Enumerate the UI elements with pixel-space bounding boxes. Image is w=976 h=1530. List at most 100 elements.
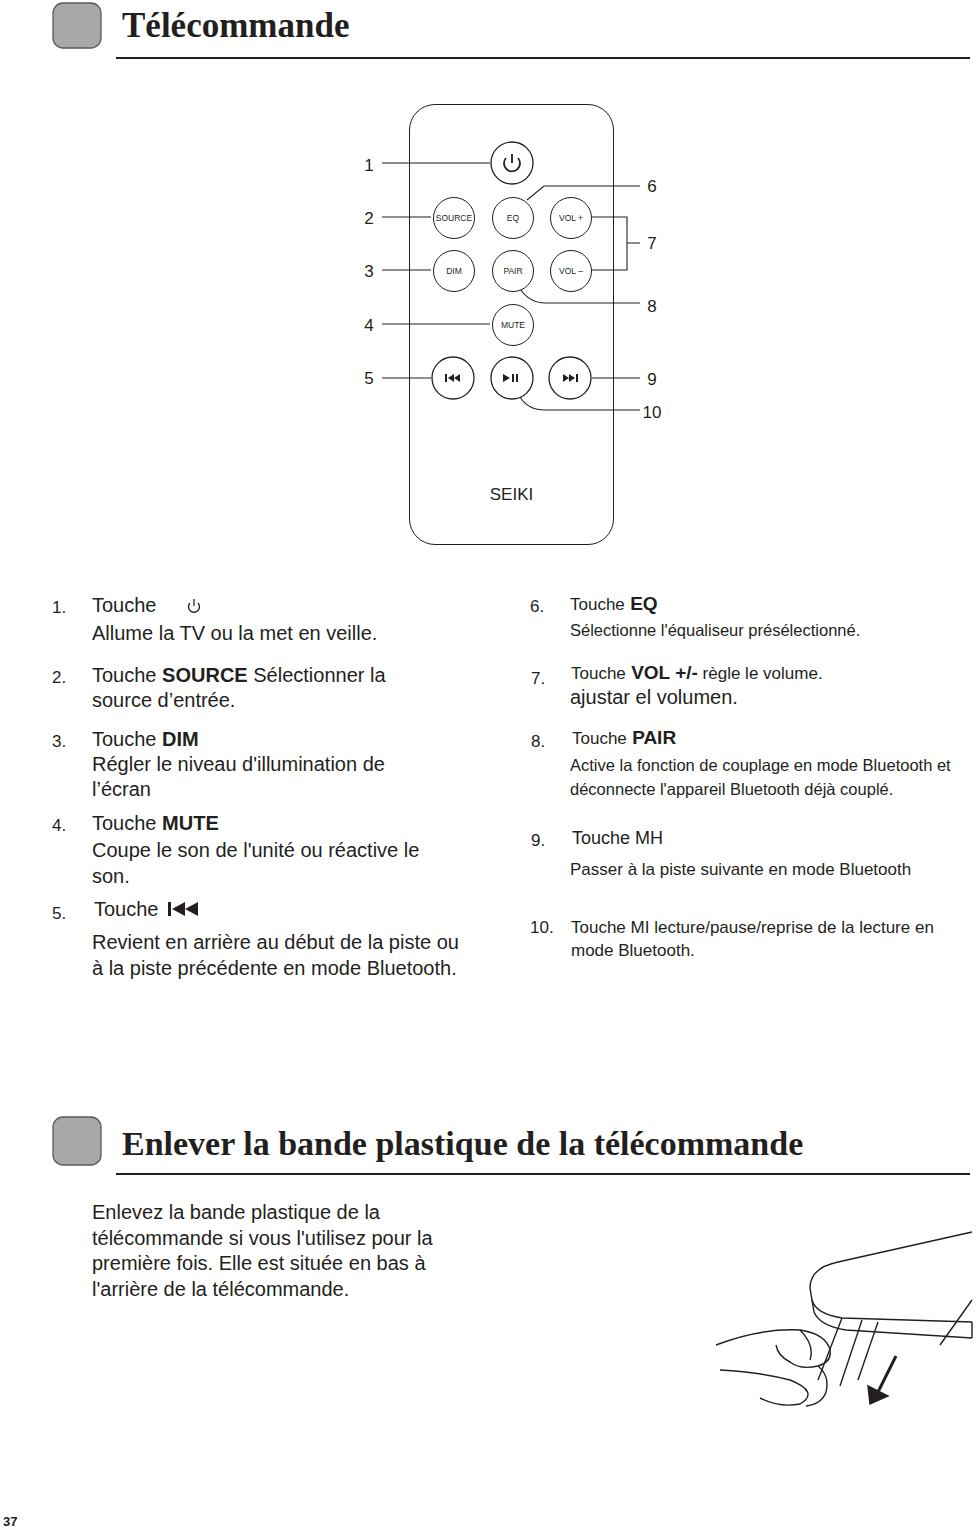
item-text: Touche bbox=[92, 594, 157, 616]
item-text-block: Coupe le son de l'unité ou réactive le s… bbox=[92, 837, 437, 889]
callout-number: 4 bbox=[364, 316, 373, 335]
item-text: Active la fonction de couplage en mode B… bbox=[570, 756, 951, 798]
callout-number: 1 bbox=[364, 156, 373, 175]
power-button bbox=[491, 142, 533, 184]
button-label: PAIR bbox=[503, 266, 522, 276]
item-text-block: Touche MI lecture/pause/reprise de la le… bbox=[571, 916, 966, 962]
item-text: règle le volume. bbox=[703, 664, 823, 683]
leader-line bbox=[382, 163, 640, 410]
remote-button: DIM bbox=[433, 250, 475, 292]
button-label: SOURCE bbox=[436, 213, 472, 223]
item-number: 1. bbox=[52, 598, 66, 617]
item-text: MUTE bbox=[162, 812, 219, 834]
button-label: VOL + bbox=[559, 213, 583, 223]
item-number: 10. bbox=[530, 918, 554, 937]
item-text-block: Touche MH bbox=[572, 827, 663, 850]
item-number-block: 10. bbox=[530, 917, 554, 938]
callout-number-block: 1 bbox=[364, 155, 373, 176]
item-number-block: 4. bbox=[52, 815, 66, 836]
item-text: ajustar el volumen. bbox=[570, 686, 738, 708]
remote-button: VOL – bbox=[550, 250, 592, 292]
next-button bbox=[549, 357, 591, 399]
button-label: DIM bbox=[446, 266, 462, 276]
callout-number-block: 2 bbox=[364, 208, 373, 229]
item-number-block: 8. bbox=[531, 731, 545, 752]
heading-square bbox=[53, 3, 101, 48]
item-text-block: Touche bbox=[94, 897, 159, 922]
callout-number-block: 7 bbox=[647, 233, 656, 254]
item-text: Régler le niveau d'illumination de l’écr… bbox=[92, 753, 385, 800]
callout-number-block: 9 bbox=[647, 369, 656, 390]
item-text: Coupe le son de l'unité ou réactive le s… bbox=[92, 839, 419, 887]
item-number: 3. bbox=[52, 732, 66, 751]
button-label: EQ bbox=[507, 213, 519, 223]
remote-button: SOURCE bbox=[433, 197, 475, 239]
item-number-block: 9. bbox=[531, 830, 545, 851]
button-label: MUTE bbox=[501, 320, 525, 330]
callout-number: 2 bbox=[364, 209, 373, 228]
item-number-block: 7. bbox=[531, 668, 545, 689]
item-text: Revient en arrière au début de la piste … bbox=[92, 931, 459, 979]
power-icon bbox=[189, 599, 200, 612]
page-number: 37 bbox=[3, 1514, 17, 1529]
item-number-block: 5. bbox=[52, 903, 66, 924]
item-text: Touche MI lecture/pause/reprise de la le… bbox=[571, 918, 934, 960]
section-title: Enlever la bande plastique de la télécom… bbox=[122, 1125, 803, 1162]
remote-end-illustration bbox=[716, 1232, 972, 1406]
item-text: Sélectionne l'équaliseur présélectionné. bbox=[570, 621, 860, 639]
heading-block: Télécommande bbox=[122, 6, 349, 46]
page-number-block: 37 bbox=[3, 1514, 17, 1530]
item-text-block: Régler le niveau d'illumination de l’écr… bbox=[92, 752, 440, 802]
heading-rule bbox=[116, 1173, 970, 1175]
callout-number: 5 bbox=[364, 369, 373, 388]
item-text: Touche bbox=[571, 664, 626, 683]
item-text: Touche bbox=[570, 595, 625, 614]
remote-body: SEIKI SOURCE EQ VOL + DIM PAIR VOL – MUTE bbox=[409, 104, 614, 545]
item-number-block: 3. bbox=[52, 731, 66, 752]
item-text-block: Active la fonction de couplage en mode B… bbox=[570, 753, 968, 801]
section-title-block: Enlever la bande plastique de la télécom… bbox=[122, 1122, 803, 1165]
item-text-block: ToucheMUTE bbox=[92, 811, 219, 836]
item-text: Touche bbox=[94, 898, 159, 920]
item-text: Touche bbox=[92, 812, 157, 834]
item-number: 2. bbox=[52, 668, 66, 687]
callout-number: 10 bbox=[643, 403, 662, 422]
paragraph-block: Enlevez la bande plastique de la télécom… bbox=[92, 1200, 460, 1302]
item-text-block: Touche VOL +/- règle le volume. bbox=[571, 662, 823, 684]
remote-button: VOL + bbox=[550, 197, 592, 239]
callout-number-block: 5 bbox=[364, 368, 373, 389]
item-text-block: ajustar el volumen. bbox=[570, 685, 738, 710]
item-text-block: Revient en arrière au début de la piste … bbox=[92, 929, 460, 981]
item-text: Touche bbox=[572, 729, 627, 748]
section-title: Télécommande bbox=[122, 6, 349, 45]
callout-number-block: 6 bbox=[647, 176, 656, 197]
item-text-block: TouchePAIR bbox=[572, 727, 676, 749]
callout-number-block: 8 bbox=[647, 296, 656, 317]
heading-rule bbox=[116, 57, 970, 59]
item-number: 7. bbox=[531, 669, 545, 688]
previous-button bbox=[432, 357, 474, 399]
item-text: SOURCE bbox=[162, 664, 248, 686]
callout-number-block: 3 bbox=[364, 261, 373, 282]
item-number-block: 6. bbox=[530, 596, 544, 617]
item-number-block: 2. bbox=[52, 667, 66, 688]
item-text-block: Passer à la piste suivante en mode Bluet… bbox=[570, 858, 930, 882]
item-text-block: Touche EQ bbox=[570, 593, 658, 615]
item-number: 4. bbox=[52, 816, 66, 835]
item-text: EQ bbox=[630, 593, 657, 614]
item-text: DIM bbox=[162, 728, 199, 750]
remote-button: MUTE bbox=[492, 304, 534, 346]
brand-name: SEIKI bbox=[410, 485, 613, 505]
item-number: 5. bbox=[52, 904, 66, 923]
callout-number: 3 bbox=[364, 262, 373, 281]
remote-button: PAIR bbox=[492, 250, 534, 292]
item-text-block: Sélectionne l'équaliseur présélectionné. bbox=[570, 620, 860, 641]
item-text-block: ToucheDIM bbox=[92, 727, 199, 752]
item-text-block: Allume la TV ou la met en veille. bbox=[92, 621, 472, 646]
item-text-block: Touche bbox=[92, 593, 157, 618]
callout-number: 7 bbox=[647, 234, 656, 253]
item-number: 9. bbox=[531, 831, 545, 850]
play-pause-button bbox=[491, 357, 533, 399]
paragraph: Enlevez la bande plastique de la télécom… bbox=[92, 1201, 433, 1300]
item-text: VOL +/- bbox=[631, 662, 698, 683]
